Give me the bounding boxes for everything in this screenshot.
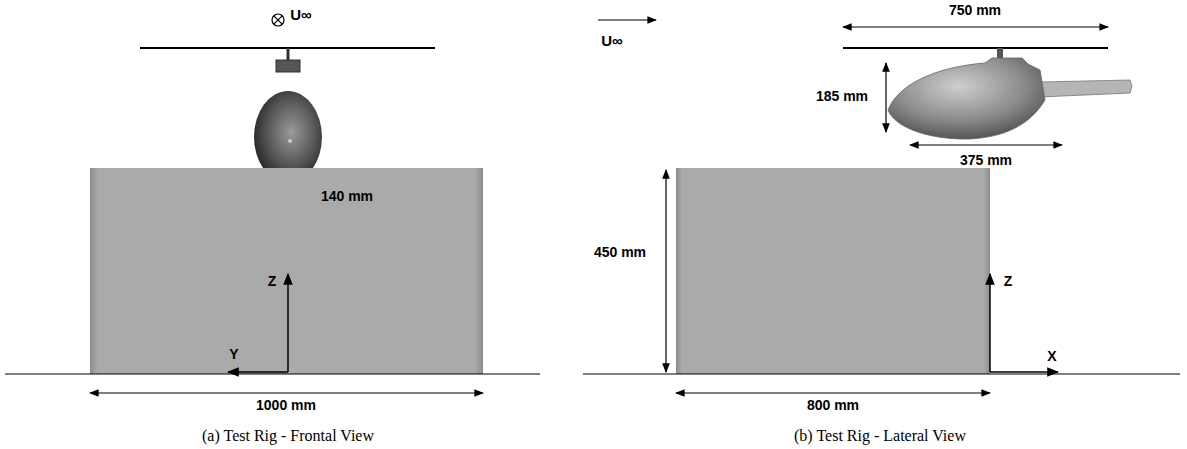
flow-label: U∞ bbox=[290, 7, 312, 24]
axis-label: X bbox=[1047, 349, 1056, 364]
dimension-label: 750 mm bbox=[949, 3, 1001, 18]
z-axis bbox=[287, 274, 289, 372]
dimension-line bbox=[843, 26, 1108, 27]
flow-label: U∞ bbox=[601, 33, 623, 50]
frontal-view bbox=[5, 14, 540, 393]
z-axis bbox=[989, 274, 991, 372]
tail-boom bbox=[1040, 80, 1132, 97]
dimension-label: 185 mm bbox=[816, 89, 868, 104]
lateral-view bbox=[583, 20, 1180, 393]
x-axis bbox=[990, 371, 1058, 373]
dimension-label: 140 mm bbox=[321, 189, 373, 204]
flow-into-page-symbol bbox=[274, 16, 282, 24]
y-axis bbox=[228, 371, 288, 373]
dimension-line bbox=[90, 392, 483, 393]
dimension-label: 450 mm bbox=[594, 245, 646, 260]
dimension-line bbox=[910, 144, 1062, 145]
ground-line bbox=[5, 374, 540, 375]
axis-label: Z bbox=[1004, 274, 1013, 289]
flow-arrow bbox=[598, 19, 656, 20]
flow-into-page-symbol bbox=[272, 14, 284, 26]
rotor-hub bbox=[276, 60, 300, 72]
dimension-label: 1000 mm bbox=[256, 398, 316, 413]
caption: (a) Test Rig - Frontal View bbox=[202, 427, 374, 445]
dimension-label: 800 mm bbox=[807, 398, 859, 413]
dimension-line bbox=[676, 392, 990, 393]
axis-label: Z bbox=[268, 274, 277, 289]
dimension-line bbox=[665, 170, 666, 372]
caption: (b) Test Rig - Lateral View bbox=[794, 427, 966, 445]
dimension-label: 375 mm bbox=[960, 153, 1012, 168]
axis-label: Y bbox=[229, 347, 238, 362]
ground-line bbox=[583, 374, 1180, 375]
ground-obstacle bbox=[676, 168, 990, 374]
fuselage-side bbox=[888, 58, 1045, 139]
ground-obstacle bbox=[90, 168, 483, 374]
rotor-mast bbox=[997, 48, 1003, 58]
dimension-line bbox=[885, 63, 886, 132]
rotor-disc bbox=[843, 47, 1108, 49]
fuselage-nose bbox=[288, 139, 292, 143]
